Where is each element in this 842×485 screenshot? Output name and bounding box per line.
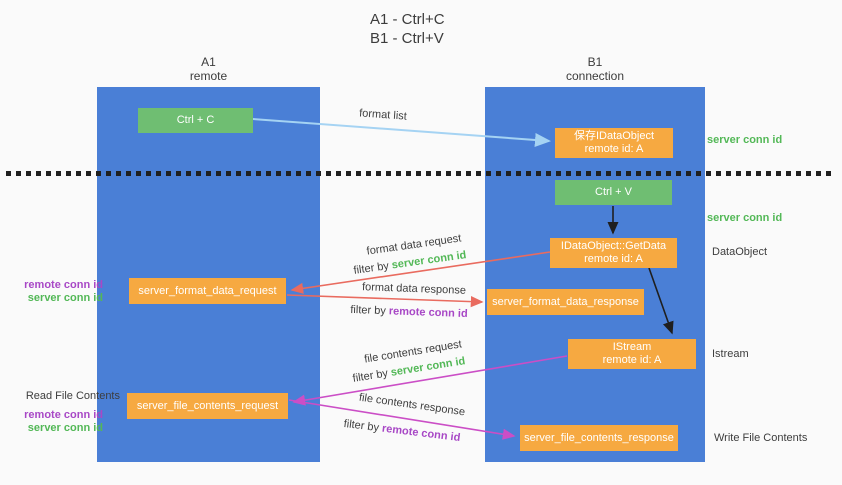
remote-conn-id-accent-1: remote conn id: [388, 305, 468, 321]
node-server-file-contents-request: server_file_contents_request: [127, 393, 288, 419]
diagram-title: A1 - Ctrl+C B1 - Ctrl+V: [370, 10, 445, 48]
format-request-label: server_format_data_request: [138, 284, 277, 297]
server-conn-id-label-mid: server conn id: [707, 212, 783, 224]
save-dataobject-line1: 保存IDataObject: [573, 130, 655, 142]
filter-by-remote-conn-id-label-2: filter by remote conn id: [343, 418, 461, 444]
server-conn-id-label-2: server conn id: [27, 422, 103, 434]
ctrl-c-label: Ctrl + C: [176, 114, 215, 126]
remote-conn-id-label-1: remote conn id: [24, 279, 103, 291]
getdata-line2: remote id: A: [584, 253, 643, 265]
column-b-id: B1: [587, 55, 603, 69]
column-b-name: connection: [565, 69, 625, 83]
server-conn-id-label-top: server conn id: [707, 134, 783, 146]
format-data-response-arrow-label: format data response: [361, 281, 467, 297]
format-list-arrow-label: format list: [358, 107, 408, 123]
getdata-line1: IDataObject::GetData: [560, 240, 667, 252]
node-ctrl-c: Ctrl + C: [138, 108, 253, 133]
node-server-format-data-response: server_format_data_response: [487, 289, 644, 315]
conn-id-stack-2: remote conn id server conn id: [0, 409, 103, 435]
node-server-format-data-request: server_format_data_request: [129, 278, 286, 304]
conn-id-stack-1: remote conn id server conn id: [0, 279, 103, 305]
title-line-1: A1 - Ctrl+C: [370, 11, 445, 28]
read-file-contents-label: Read File Contents: [25, 390, 120, 402]
filter-by-text-1: filter by: [352, 259, 393, 277]
node-ctrl-v: Ctrl + V: [555, 180, 672, 205]
save-dataobject-line2: remote id: A: [584, 143, 644, 155]
remote-conn-id-accent-2: remote conn id: [381, 422, 461, 445]
column-a-id: A1: [201, 55, 216, 69]
file-response-label: server_file_contents_response: [524, 431, 674, 444]
column-a-header: A1 remote: [97, 55, 320, 83]
title-line-2: B1 - Ctrl+V: [370, 30, 444, 47]
node-server-file-contents-response: server_file_contents_response: [520, 425, 678, 451]
filter-by-text-3: filter by: [351, 366, 392, 385]
format-response-label: server_format_data_response: [492, 295, 639, 308]
istream-side-label: Istream: [712, 348, 749, 360]
server-conn-id-label-1: server conn id: [27, 292, 103, 304]
column-b-header: B1 connection: [485, 55, 705, 83]
istream-line2: remote id: A: [602, 354, 662, 366]
write-file-contents-label: Write File Contents: [714, 432, 808, 444]
file-request-label: server_file_contents_request: [136, 399, 279, 412]
column-a-name: remote: [189, 69, 228, 83]
istream-line1: IStream: [612, 341, 652, 353]
filter-by-text-4: filter by: [343, 417, 383, 435]
filter-by-text-2: filter by: [350, 303, 390, 318]
node-save-dataobject: 保存IDataObject remote id: A: [555, 128, 673, 158]
file-contents-response-arrow-label: file contents response: [358, 391, 466, 419]
phase-divider-dotted-line: [6, 171, 836, 176]
ctrl-v-label: Ctrl + V: [595, 186, 632, 198]
filter-by-remote-conn-id-label-1: filter by remote conn id: [350, 304, 468, 320]
dataobject-label: DataObject: [712, 246, 768, 258]
node-istream: IStream remote id: A: [568, 339, 696, 369]
remote-conn-id-label-2: remote conn id: [24, 409, 103, 421]
node-idataobject-getdata: IDataObject::GetData remote id: A: [550, 238, 677, 268]
